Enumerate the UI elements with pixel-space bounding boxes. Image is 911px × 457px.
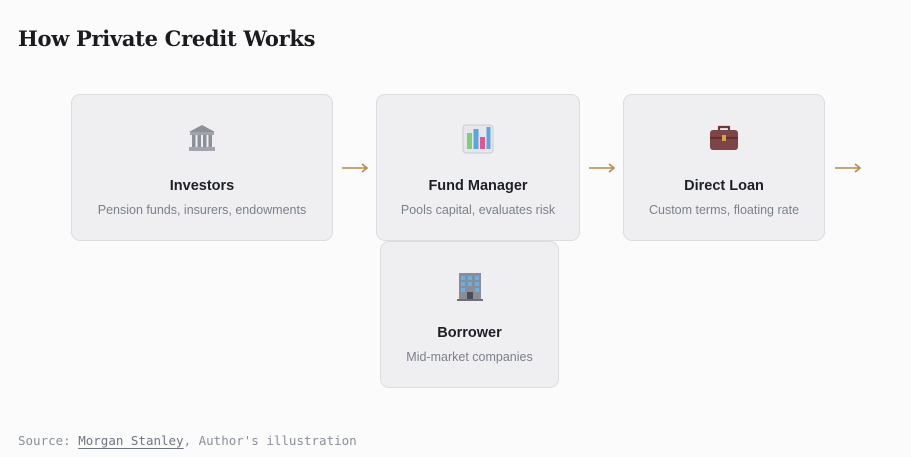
node-borrower: Borrower Mid-market companies [380, 241, 559, 388]
source-link[interactable]: Morgan Stanley [78, 433, 184, 448]
arrow-right-icon [589, 163, 616, 173]
node-description: Custom terms, floating rate [648, 203, 800, 217]
source-prefix: Source: [18, 433, 79, 448]
arrow-right-icon [835, 163, 862, 173]
bank-building-icon [72, 123, 332, 153]
page-title: How Private Credit Works [18, 26, 316, 51]
node-description: Mid-market companies [406, 350, 533, 364]
office-building-icon [381, 270, 558, 302]
node-name: Direct Loan [684, 178, 764, 194]
source-caption: Source: Morgan Stanley, Author's illustr… [18, 433, 357, 448]
source-suffix: , Author's illustration [183, 433, 357, 448]
node-fund-manager: Fund Manager Pools capital, evaluates ri… [376, 94, 580, 241]
arrow-right-icon [342, 163, 369, 173]
node-description: Pension funds, insurers, endowments [97, 203, 307, 217]
node-name: Investors [169, 178, 235, 194]
node-name: Fund Manager [428, 178, 528, 194]
briefcase-icon [624, 123, 824, 153]
node-direct-loan: Direct Loan Custom terms, floating rate [623, 94, 825, 241]
node-investors: Investors Pension funds, insurers, endow… [71, 94, 333, 241]
bar-chart-icon [377, 123, 579, 155]
node-name: Borrower [437, 325, 502, 341]
node-description: Pools capital, evaluates risk [400, 203, 556, 217]
